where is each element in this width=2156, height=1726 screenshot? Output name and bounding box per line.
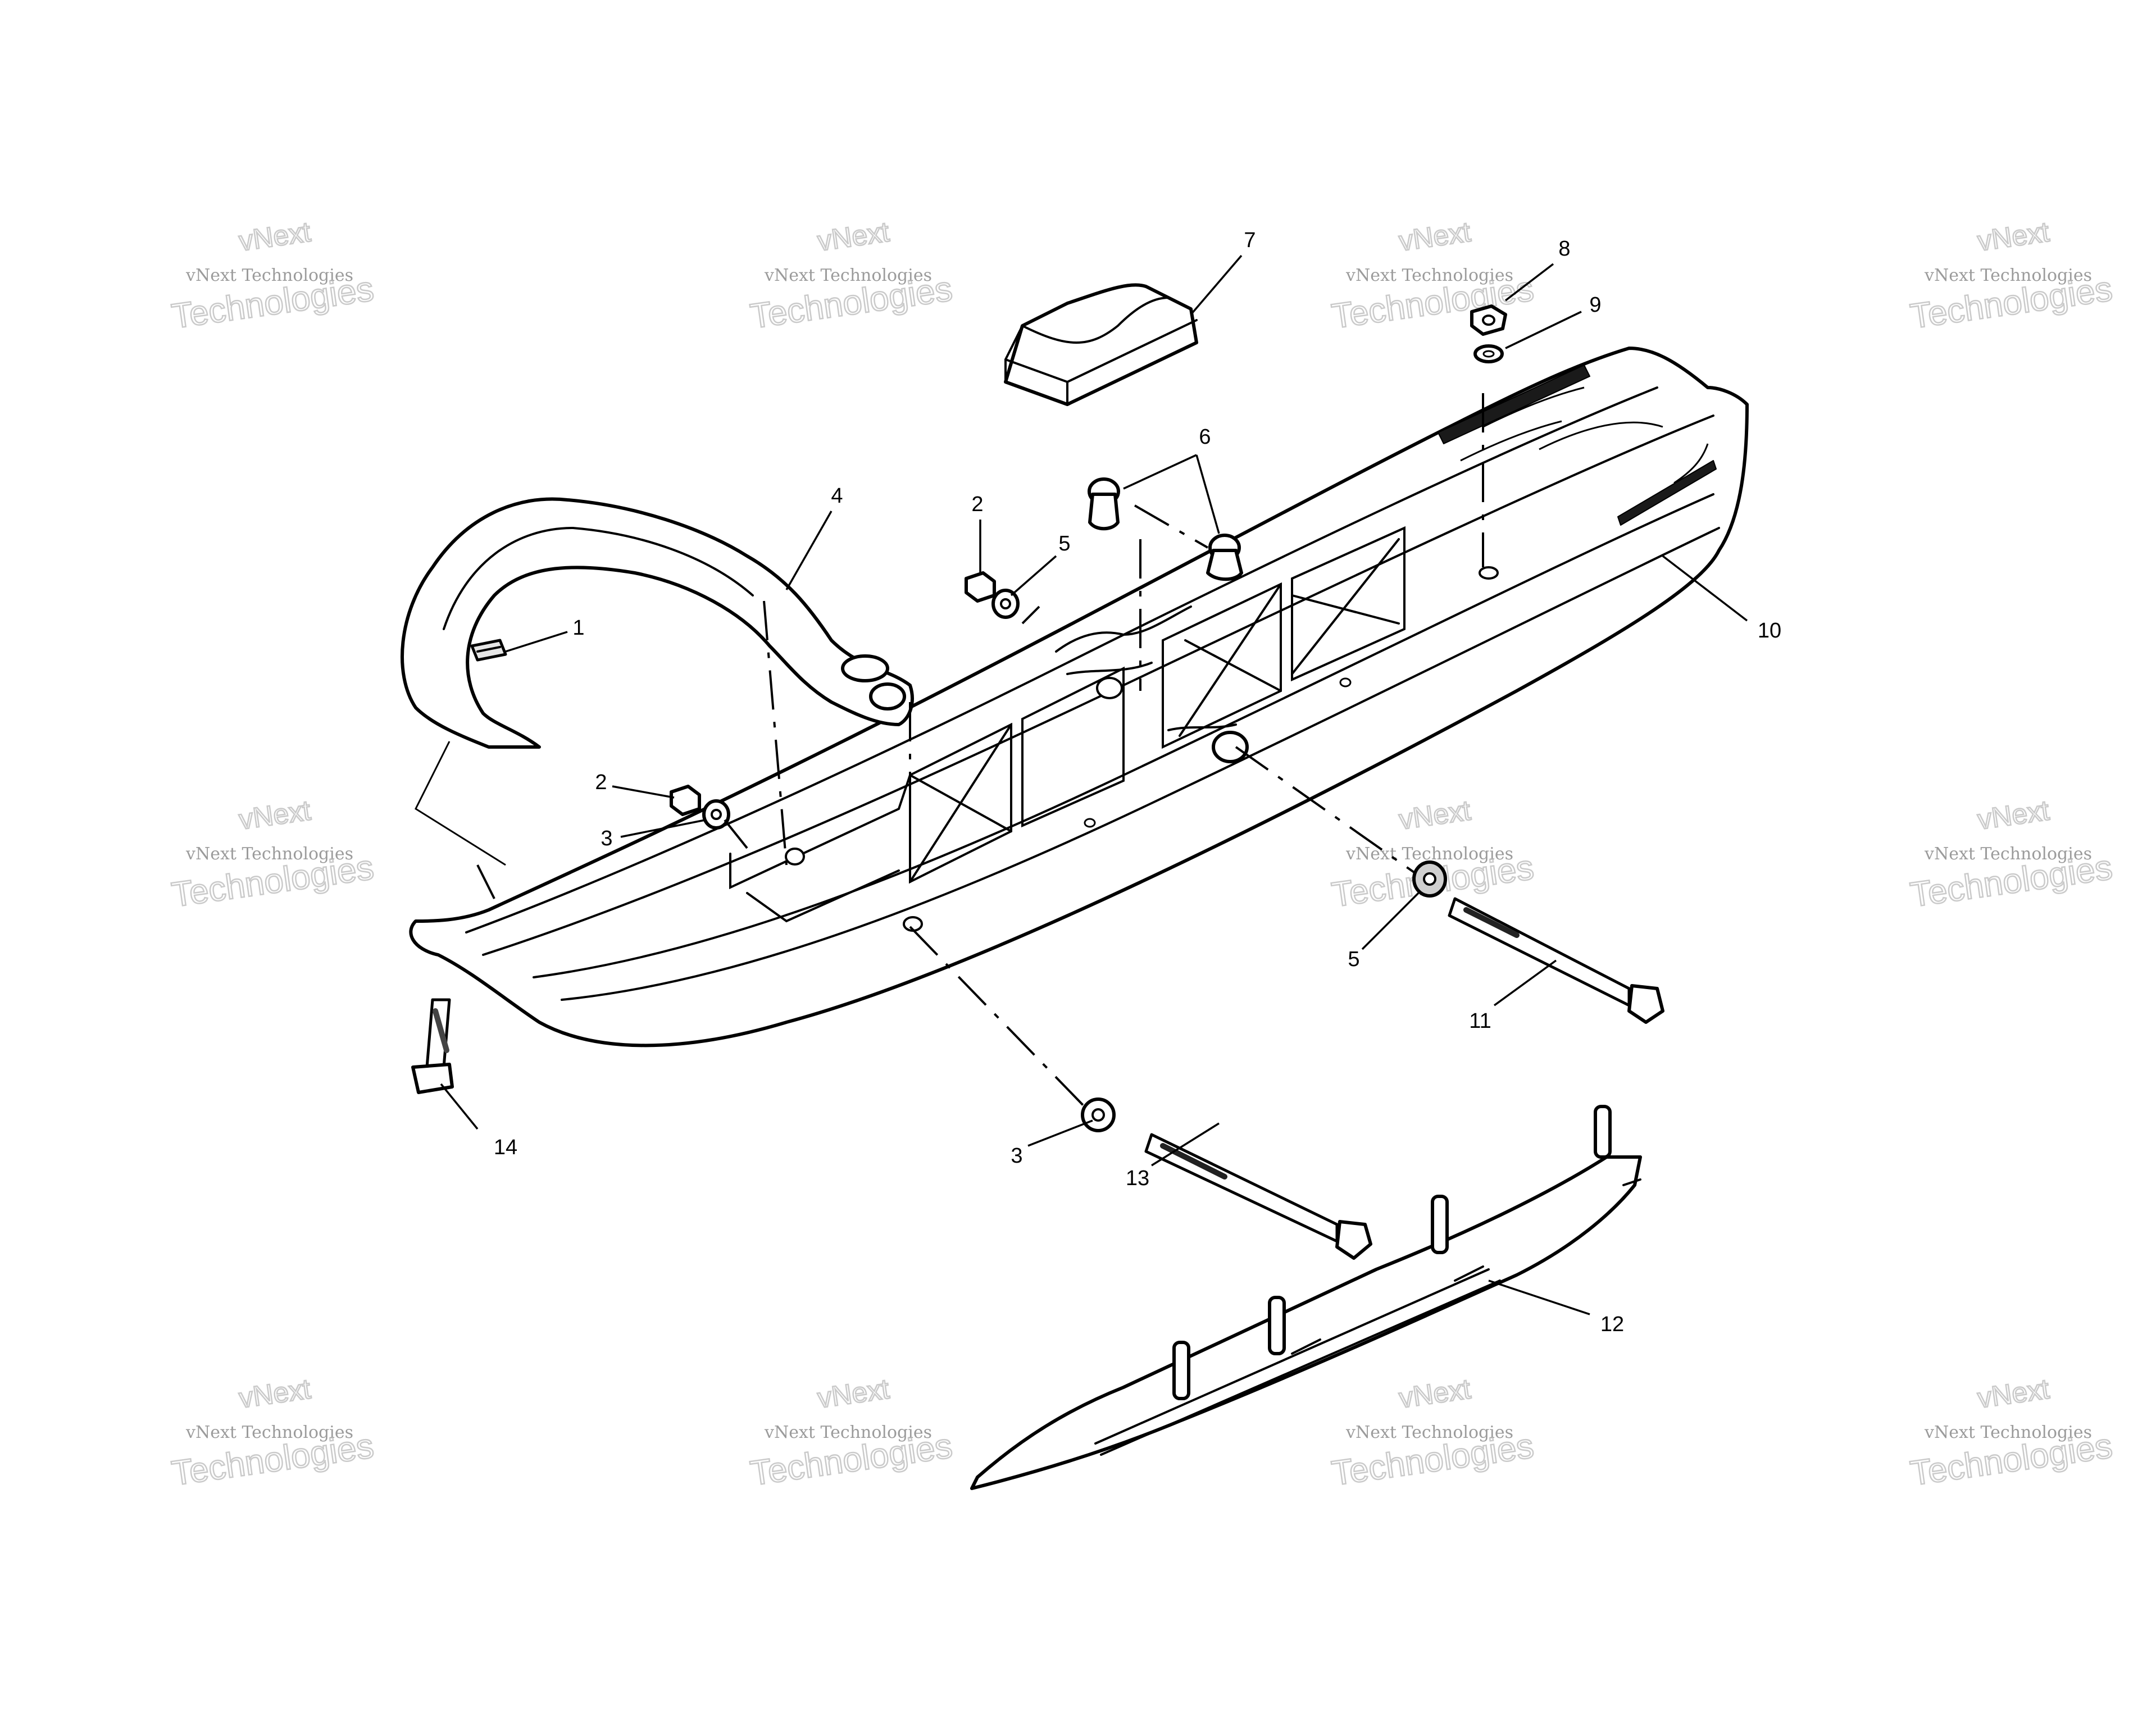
callout-2a: 2 bbox=[595, 771, 607, 794]
callout-13: 13 bbox=[1126, 1167, 1149, 1190]
leader-line-10 bbox=[1662, 555, 1748, 622]
leader-line-5a bbox=[1010, 555, 1057, 596]
watermark-top-word: vNext bbox=[1976, 1373, 2051, 1414]
leader-line-6 bbox=[1123, 454, 1197, 490]
callout-3b: 3 bbox=[1011, 1144, 1022, 1168]
watermark-small-line: vNext Technologies bbox=[1924, 266, 2092, 285]
watermark-small-line: vNext Technologies bbox=[185, 844, 353, 864]
callout-1: 1 bbox=[572, 616, 584, 640]
callout-5a: 5 bbox=[1058, 532, 1070, 555]
leader-line-3b bbox=[1027, 1119, 1093, 1147]
leader-line-1 bbox=[505, 631, 568, 653]
watermark-top-word: vNext bbox=[1397, 1373, 1472, 1414]
callout-2b: 2 bbox=[971, 493, 983, 516]
wear-bar-part-12 bbox=[970, 1105, 1642, 1490]
leader-line-4 bbox=[785, 511, 833, 590]
ski-loop-part-4 bbox=[401, 497, 914, 749]
callout-7: 7 bbox=[1244, 229, 1256, 252]
callout-14: 14 bbox=[494, 1136, 517, 1159]
watermark-top-word: vNext bbox=[1397, 216, 1472, 257]
watermark-small-line: vNext Technologies bbox=[764, 266, 932, 285]
callout-8: 8 bbox=[1558, 237, 1570, 261]
watermark-top-word: vNext bbox=[816, 216, 891, 257]
watermark-top-word: vNext bbox=[816, 1373, 891, 1414]
watermark-small-line: vNext Technologies bbox=[764, 1423, 932, 1442]
leader-line-2a bbox=[612, 785, 675, 799]
watermark-small-line: vNext Technologies bbox=[185, 1423, 353, 1442]
leader-line-13 bbox=[1151, 1122, 1220, 1167]
ski-body-part-10 bbox=[409, 347, 1749, 1048]
watermark-small-line: vNext Technologies bbox=[1345, 266, 1513, 285]
leader-line-6 bbox=[1195, 454, 1220, 534]
callout-10: 10 bbox=[1758, 619, 1781, 643]
ski-block-part-7 bbox=[1004, 283, 1198, 406]
callout-6: 6 bbox=[1199, 425, 1211, 449]
leader-line-9 bbox=[1505, 311, 1582, 349]
leader-line-12 bbox=[1488, 1279, 1590, 1315]
watermark-top-word: vNext bbox=[1976, 216, 2051, 257]
watermark-small-line: vNext Technologies bbox=[1924, 844, 2092, 864]
watermark-top-word: vNext bbox=[237, 1373, 312, 1414]
leader-line-11 bbox=[1493, 959, 1557, 1007]
callout-12: 12 bbox=[1600, 1313, 1624, 1336]
leader-line-3a bbox=[620, 819, 706, 838]
watermark-small-line: vNext Technologies bbox=[1924, 1423, 2092, 1442]
watermark-top-word: vNext bbox=[1397, 794, 1472, 835]
watermark-top-word: vNext bbox=[1976, 794, 2051, 835]
leader-line-14 bbox=[440, 1083, 479, 1130]
callout-11: 11 bbox=[1469, 1009, 1491, 1033]
callout-5b: 5 bbox=[1348, 948, 1359, 971]
watermark-small-line: vNext Technologies bbox=[1345, 1423, 1513, 1442]
callout-9: 9 bbox=[1589, 293, 1601, 317]
callout-4: 4 bbox=[831, 484, 843, 508]
watermark-small-line: vNext Technologies bbox=[185, 266, 353, 285]
leader-line-5b bbox=[1361, 892, 1420, 950]
callout-3a: 3 bbox=[601, 827, 612, 850]
watermark-top-word: vNext bbox=[237, 794, 312, 835]
assembly-lines bbox=[415, 393, 1484, 1113]
leader-line-7 bbox=[1190, 254, 1243, 316]
watermark-top-word: vNext bbox=[237, 216, 312, 257]
leader-line-8 bbox=[1504, 263, 1554, 302]
